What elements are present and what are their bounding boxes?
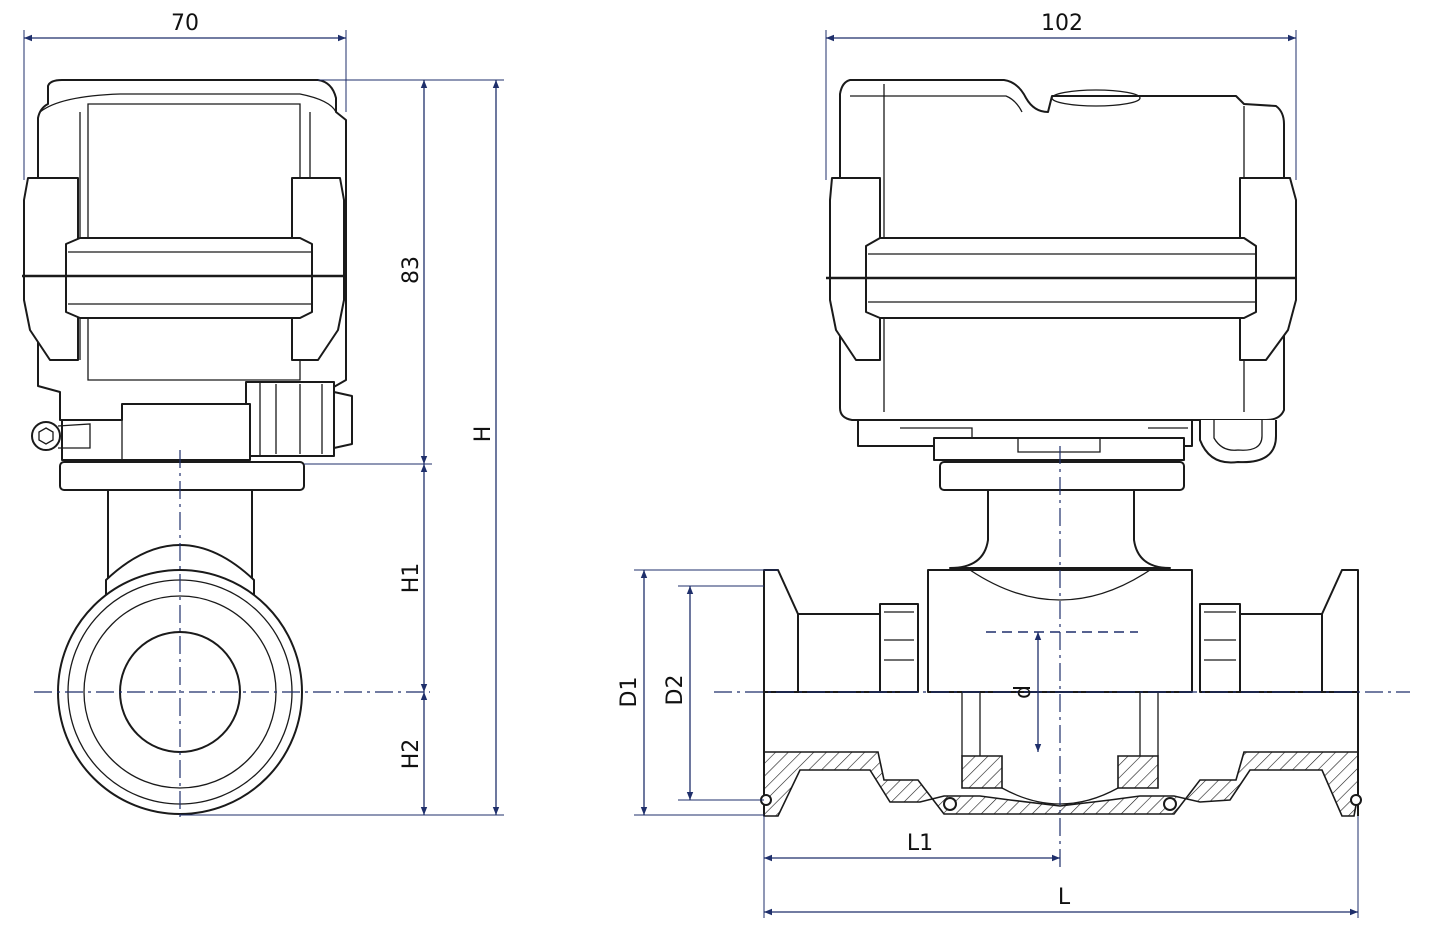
- h1-label: H1: [399, 563, 424, 594]
- l-label: L: [1058, 885, 1071, 910]
- front-width-label: 102: [1041, 11, 1083, 36]
- dimension-h1: H1: [399, 464, 428, 692]
- right-flange: [1321, 569, 1359, 693]
- left-flange: [763, 569, 799, 693]
- right-union-nut: [1199, 603, 1241, 693]
- dimension-front-width: 102: [825, 11, 1297, 180]
- dimension-l1: L1: [763, 816, 1359, 918]
- l1-label: L1: [907, 831, 933, 856]
- dimension-side-width: 70: [23, 11, 347, 180]
- left-union-nut: [879, 603, 919, 693]
- side-view: 70 83 H1 H2 H: [22, 11, 504, 822]
- front-actuator-housing: [826, 79, 1297, 693]
- dimension-total-height: H: [471, 80, 500, 815]
- dimension-d1: D1: [617, 569, 778, 816]
- actuator-height-label: 83: [399, 256, 424, 284]
- dimension-d2: D2: [663, 585, 764, 801]
- dimension-actuator-height: 83: [399, 80, 428, 464]
- left-tube: [797, 613, 881, 693]
- right-tube: [1239, 613, 1323, 693]
- total-height-label: H: [471, 426, 496, 443]
- dimension-bore: d: [1011, 632, 1042, 752]
- d1-label: D1: [617, 677, 642, 708]
- front-view: 102 D1 D2 d L1 L: [617, 11, 1410, 918]
- h2-label: H2: [399, 739, 424, 770]
- dimension-h2: H2: [399, 692, 428, 815]
- bore-label: d: [1011, 685, 1036, 699]
- side-actuator-housing: [22, 79, 353, 611]
- d2-label: D2: [663, 675, 688, 706]
- side-width-label: 70: [171, 11, 199, 36]
- dimension-l: L: [764, 885, 1358, 916]
- valve-section: [760, 692, 1362, 817]
